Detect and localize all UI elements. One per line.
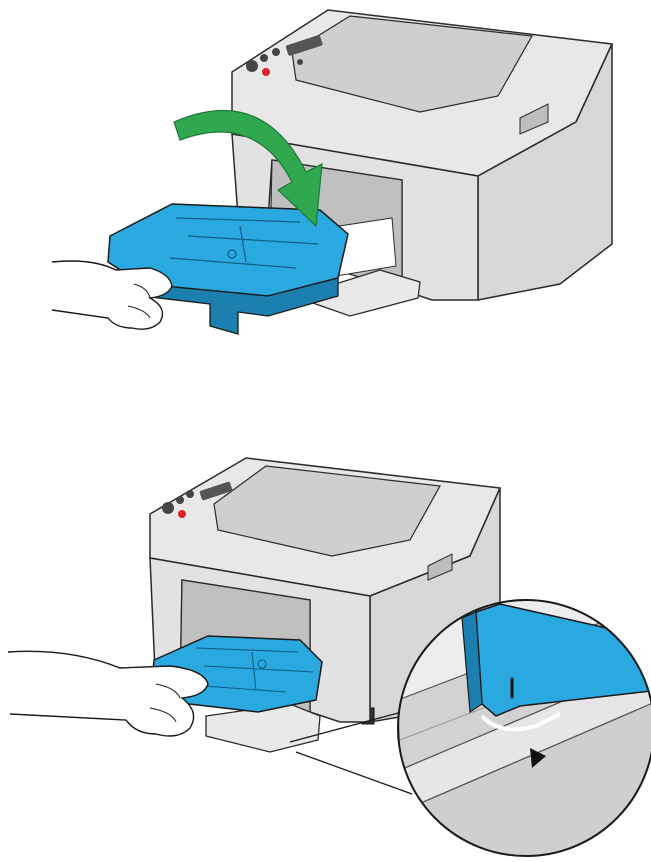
- output-tray: [291, 15, 533, 113]
- status-light-icon-2: [178, 510, 186, 518]
- hand-2: [7, 650, 209, 737]
- paper-cover-front-lip: [141, 277, 339, 335]
- triangle-mark-icon: [530, 748, 546, 768]
- zoom-callout: [397, 599, 651, 857]
- side-handle-2: [427, 553, 453, 581]
- hand-1: [51, 260, 173, 330]
- control-panel-2: [162, 481, 233, 518]
- callout-lines: [289, 711, 413, 795]
- output-tray-2: [213, 465, 441, 557]
- curved-arrow-icon: [173, 109, 323, 228]
- side-handle: [519, 103, 549, 135]
- status-light-icon: [262, 68, 270, 76]
- control-panel: [246, 35, 323, 76]
